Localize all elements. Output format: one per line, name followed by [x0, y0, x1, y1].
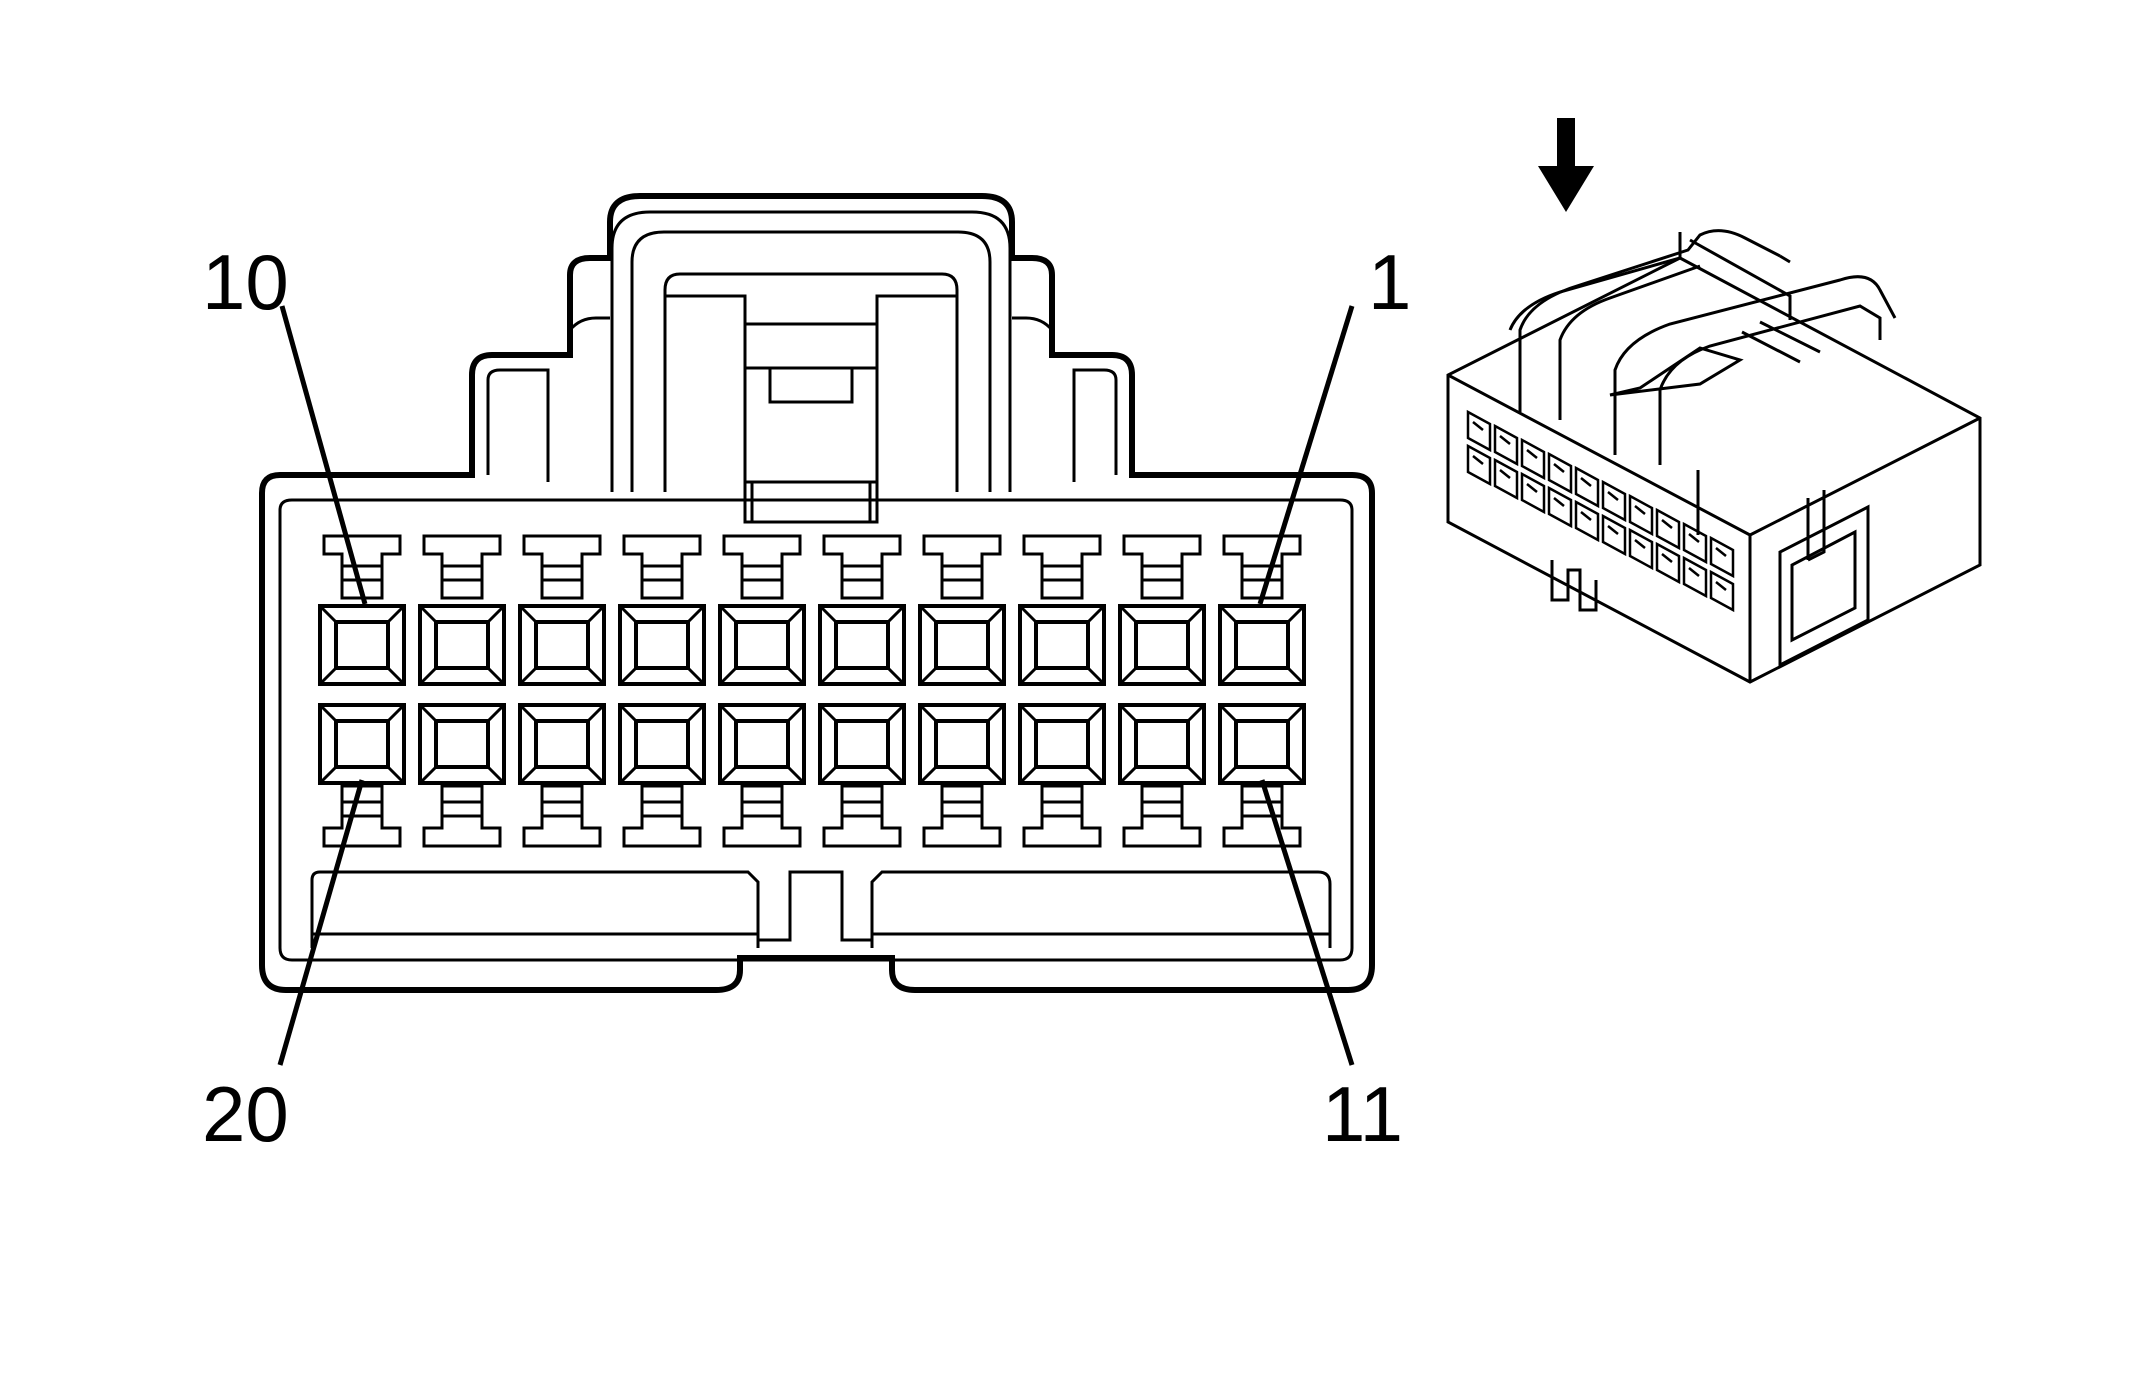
terminal-latch-grid: [322, 534, 1302, 848]
terminal-latch-7: [622, 534, 702, 600]
isometric-cavity: [1628, 527, 1654, 571]
isometric-cavity: [1466, 443, 1492, 487]
leader-line-pin-11: [1259, 779, 1355, 1066]
terminal-latch-18: [522, 784, 602, 848]
isometric-cavity: [1655, 541, 1681, 585]
pin-label-1: 1: [1368, 238, 1412, 326]
terminal-latch-5: [822, 534, 902, 600]
terminal-latch-13: [1022, 784, 1102, 848]
isometric-cavity: [1628, 493, 1654, 537]
terminal-cavity-18: [518, 703, 606, 785]
terminal-cavity-17: [618, 703, 706, 785]
terminal-latch-3: [1022, 534, 1102, 600]
terminal-cavity-12: [1118, 703, 1206, 785]
isometric-cavity: [1520, 471, 1546, 515]
isometric-cavity: [1709, 535, 1735, 579]
pin-label-11: 11: [1322, 1070, 1403, 1158]
terminal-cavity-3: [1018, 604, 1106, 686]
isometric-cavity: [1466, 409, 1492, 453]
bottom-key-right: [870, 870, 1332, 948]
terminal-latch-12: [1122, 784, 1202, 848]
terminal-cavity-11: [1218, 703, 1306, 785]
latch-arch-inner: [630, 230, 992, 492]
terminal-latch-4: [922, 534, 1002, 600]
leader-line-pin-1: [1257, 305, 1355, 605]
isometric-cavity: [1574, 499, 1600, 543]
terminal-cavity-2: [1118, 604, 1206, 686]
right-shoulder-detail: [1012, 316, 1118, 482]
terminal-cavity-5: [818, 604, 906, 686]
terminal-latch-2: [1122, 534, 1202, 600]
terminal-cavity-4: [918, 604, 1006, 686]
isometric-terminal-grid: [1466, 409, 1735, 613]
terminal-latch-1: [1222, 534, 1302, 600]
terminal-cavity-15: [818, 703, 906, 785]
isometric-cavity: [1574, 465, 1600, 509]
isometric-cavity: [1655, 507, 1681, 551]
terminal-latch-17: [622, 784, 702, 848]
terminal-cavity-7: [618, 604, 706, 686]
bottom-key-left: [310, 870, 760, 948]
terminal-cavity-14: [918, 703, 1006, 785]
terminal-latch-11: [1222, 784, 1302, 848]
terminal-cavity-1: [1218, 604, 1306, 686]
isometric-cavity: [1493, 457, 1519, 501]
isometric-cavity: [1520, 437, 1546, 481]
isometric-cavity: [1601, 479, 1627, 523]
left-shoulder-detail: [486, 316, 610, 482]
latch-arch-outer: [610, 210, 1012, 492]
isometric-cavity: [1493, 423, 1519, 467]
bottom-key-center: [758, 870, 872, 942]
isometric-cavity: [1682, 521, 1708, 565]
terminal-cavity-13: [1018, 703, 1106, 785]
leader-line-pin-20: [277, 779, 365, 1066]
terminal-latch-10: [322, 534, 402, 600]
terminal-latch-16: [722, 784, 802, 848]
terminal-cavity-9: [418, 604, 506, 686]
terminal-latch-15: [822, 784, 902, 848]
terminal-latch-14: [922, 784, 1002, 848]
isometric-cavity: [1709, 569, 1735, 613]
isometric-cavity: [1547, 485, 1573, 529]
latch-tab: [665, 294, 957, 524]
terminal-cavity-16: [718, 703, 806, 785]
terminal-cavity-8: [518, 604, 606, 686]
terminal-cavity-20: [318, 703, 406, 785]
isometric-cavity: [1682, 555, 1708, 599]
terminal-cavity-10: [318, 604, 406, 686]
terminal-latch-8: [522, 534, 602, 600]
down-arrow-icon: [1538, 118, 1594, 212]
pin-label-10: 10: [202, 238, 289, 326]
terminal-latch-6: [722, 534, 802, 600]
terminal-cavity-6: [718, 604, 806, 686]
terminal-latch-20: [322, 784, 402, 848]
terminal-cavity-19: [418, 703, 506, 785]
terminal-latch-9: [422, 534, 502, 600]
housing-inner-outline: [278, 498, 1354, 962]
latch-inner-frame: [663, 272, 959, 492]
terminal-latch-19: [422, 784, 502, 848]
pin-label-20: 20: [202, 1070, 289, 1158]
terminal-grid: [318, 604, 1306, 785]
isometric-cavity: [1547, 451, 1573, 495]
leader-line-pin-10: [279, 305, 368, 605]
connector-isometric-view: [1446, 229, 1982, 684]
isometric-cavity: [1601, 513, 1627, 557]
